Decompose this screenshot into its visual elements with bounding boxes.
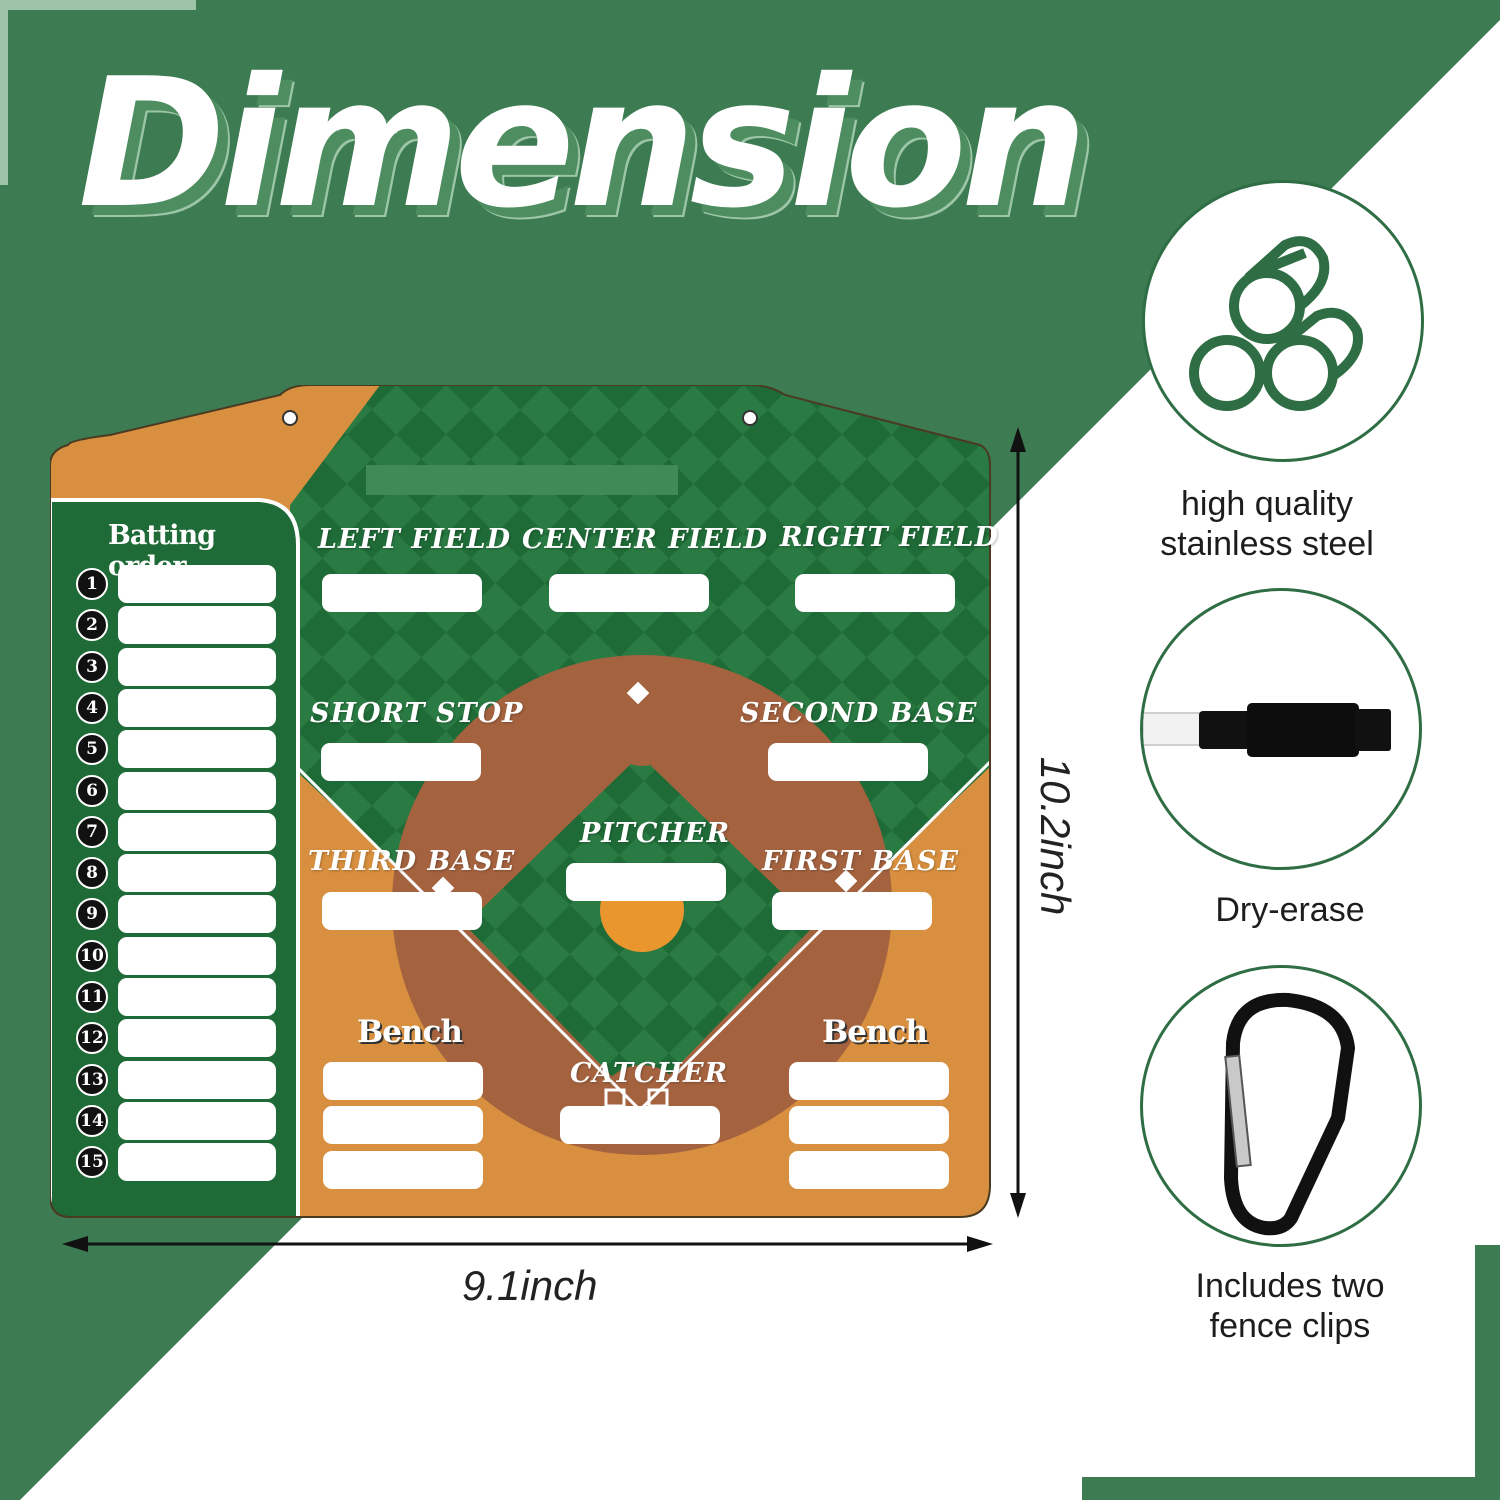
batting-order-row: 12 <box>76 1019 276 1057</box>
batting-order-slot <box>118 1061 276 1099</box>
catcher-slot <box>560 1106 720 1144</box>
short-stop-label: SHORT STOP <box>310 698 524 729</box>
bench-right-slot <box>789 1106 949 1144</box>
third-base-label: THIRD BASE <box>308 846 516 877</box>
batting-order-row: 2 <box>76 606 276 644</box>
batting-order-slot <box>118 772 276 810</box>
steel-rods-icon <box>1189 236 1363 411</box>
batting-order-slot <box>118 1143 276 1181</box>
bench-left-slot <box>323 1151 483 1189</box>
carabiner-icon <box>1224 992 1355 1236</box>
batting-order-slot <box>118 606 276 644</box>
center-field-label: CENTER FIELD <box>522 524 769 555</box>
first-base-slot <box>772 892 932 930</box>
batting-order-number: 2 <box>76 609 108 641</box>
page-title: Dimension <box>78 40 1088 247</box>
batting-order-row: 14 <box>76 1102 276 1140</box>
left-field-label: LEFT FIELD <box>318 524 512 555</box>
bench-right-slot <box>789 1151 949 1189</box>
batting-order-slot <box>118 813 276 851</box>
right-field-slot <box>795 574 955 612</box>
batting-order-row: 13 <box>76 1061 276 1099</box>
batting-order-slot <box>118 854 276 892</box>
batting-order-row: 6 <box>76 772 276 810</box>
batting-order-row: 9 <box>76 895 276 933</box>
batting-order-number: 4 <box>76 692 108 724</box>
clip-feature-text: Includes two fence clips <box>1195 1267 1385 1345</box>
batting-order-row: 8 <box>76 854 276 892</box>
batting-order-number: 6 <box>76 775 108 807</box>
batting-order-slot <box>118 978 276 1016</box>
bench-left-slot <box>323 1106 483 1144</box>
batting-order-slot <box>118 730 276 768</box>
marker-feature-circle <box>1140 588 1422 870</box>
batting-order-row: 4 <box>76 689 276 727</box>
bench-left-label: Bench <box>357 1014 463 1050</box>
bench-left-slot <box>323 1062 483 1100</box>
catcher-label: CATCHER <box>570 1058 729 1089</box>
center-field-slot <box>549 574 709 612</box>
batting-order-number: 3 <box>76 651 108 683</box>
width-label: 9.1inch <box>462 1262 598 1309</box>
batting-order-row: 1 <box>76 565 276 603</box>
batting-order-number: 5 <box>76 733 108 765</box>
third-base-slot <box>322 892 482 930</box>
batting-order-slot <box>118 1102 276 1140</box>
batting-order-row: 3 <box>76 648 276 686</box>
batting-order-number: 13 <box>76 1064 108 1096</box>
batting-order-slot <box>118 1019 276 1057</box>
marker-icon <box>1143 703 1391 757</box>
batting-order-number: 12 <box>76 1022 108 1054</box>
pitcher-slot <box>566 863 726 901</box>
batting-order-number: 14 <box>76 1105 108 1137</box>
right-field-label: RIGHT FIELD <box>780 522 999 553</box>
batting-order-number: 15 <box>76 1146 108 1178</box>
second-base-slot <box>768 743 928 781</box>
second-base-label: SECOND BASE <box>740 698 978 729</box>
batting-order-row: 15 <box>76 1143 276 1181</box>
pitcher-label: PITCHER <box>580 818 731 849</box>
batting-order-row: 11 <box>76 978 276 1016</box>
short-stop-slot <box>321 743 481 781</box>
batting-order-number: 11 <box>76 981 108 1013</box>
batting-order-slot <box>118 565 276 603</box>
batting-order-row: 5 <box>76 730 276 768</box>
batting-order-slot <box>118 937 276 975</box>
marker-feature-text: Dry-erase <box>1215 891 1365 929</box>
batting-order-slot <box>118 689 276 727</box>
batting-order-number: 7 <box>76 816 108 848</box>
bench-right-label: Bench <box>822 1014 928 1050</box>
first-base-label: FIRST BASE <box>762 846 960 877</box>
batting-order-number: 9 <box>76 898 108 930</box>
batting-order-row: 10 <box>76 937 276 975</box>
batting-order-number: 1 <box>76 568 108 600</box>
bench-right-slot <box>789 1062 949 1100</box>
batting-order-slot <box>118 895 276 933</box>
steel-feature-text: high quality stainless steel <box>1160 485 1374 563</box>
height-label: 10.2inch <box>1032 756 1079 916</box>
batting-order-number: 8 <box>76 857 108 889</box>
left-field-slot <box>322 574 482 612</box>
batting-order-number: 10 <box>76 940 108 972</box>
batting-order-row: 7 <box>76 813 276 851</box>
steel-feature-circle <box>1142 180 1424 462</box>
clip-feature-circle <box>1140 965 1422 1247</box>
batting-order-slot <box>118 648 276 686</box>
